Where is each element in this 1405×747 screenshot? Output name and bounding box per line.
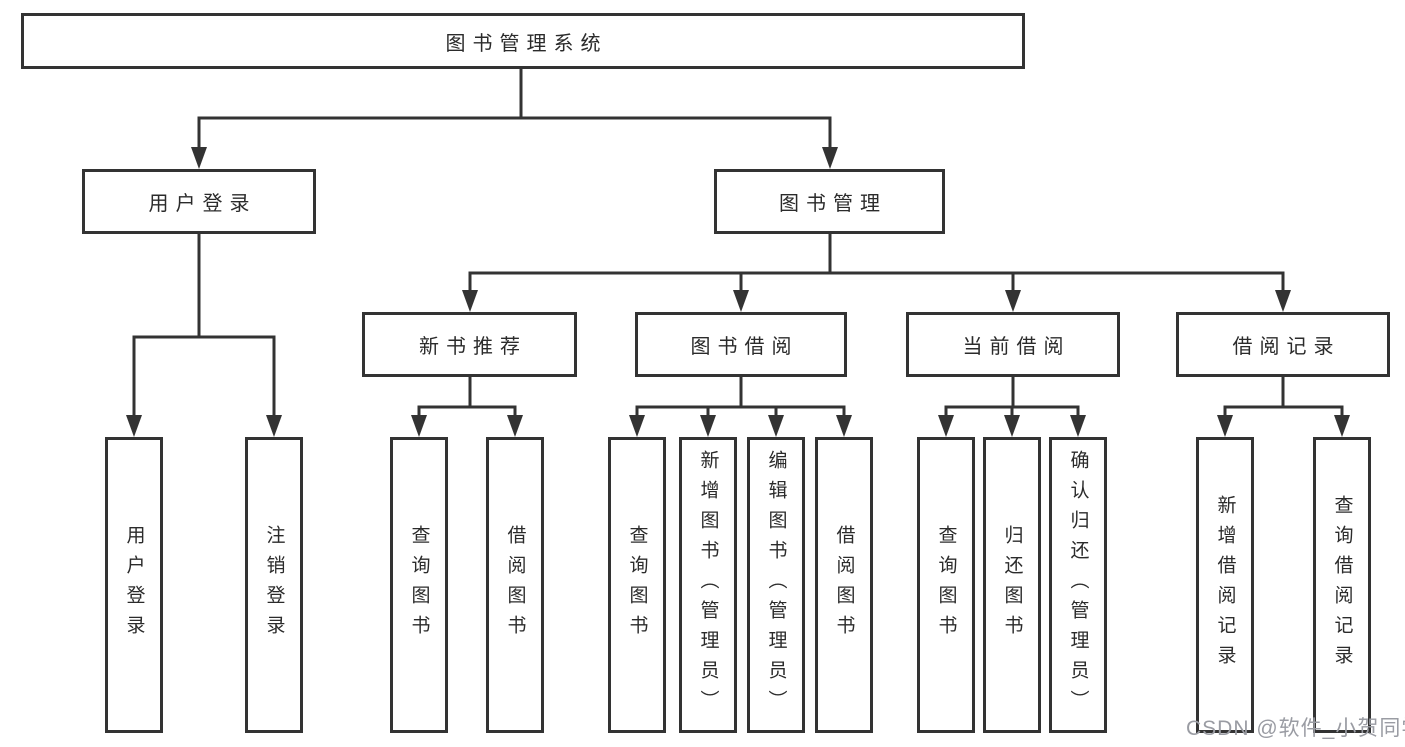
leaf-edit-books-admin: 编辑图书（管理员） <box>747 437 805 733</box>
arrowheads <box>126 147 1350 437</box>
node-library-management-system: 图书管理系统 <box>21 13 1025 69</box>
node-user-login: 用户登录 <box>82 169 316 234</box>
leaf-query-books-current: 查询图书 <box>917 437 975 733</box>
csdn-watermark: CSDN @软件_小贺同学 <box>1186 717 1405 740</box>
leaf-add-borrow-record: 新增借阅记录 <box>1196 437 1254 733</box>
leaf-add-books-admin: 新增图书（管理员） <box>679 437 737 733</box>
node-current-borrowing: 当前借阅 <box>906 312 1120 377</box>
node-borrowing-records: 借阅记录 <box>1176 312 1390 377</box>
leaf-query-borrow-record: 查询借阅记录 <box>1313 437 1371 733</box>
leaf-confirm-return-admin: 确认归还（管理员） <box>1049 437 1107 733</box>
node-new-book-recommendation: 新书推荐 <box>362 312 577 377</box>
node-book-borrowing: 图书借阅 <box>635 312 847 377</box>
leaf-query-books-recommend: 查询图书 <box>390 437 448 733</box>
leaf-query-books-borrow: 查询图书 <box>608 437 666 733</box>
leaf-borrow-books: 借阅图书 <box>815 437 873 733</box>
leaf-borrow-books-recommend: 借阅图书 <box>486 437 544 733</box>
leaf-user-login: 用户登录 <box>105 437 163 733</box>
leaf-return-books: 归还图书 <box>983 437 1041 733</box>
node-book-management: 图书管理 <box>714 169 945 234</box>
leaf-logout: 注销登录 <box>245 437 303 733</box>
